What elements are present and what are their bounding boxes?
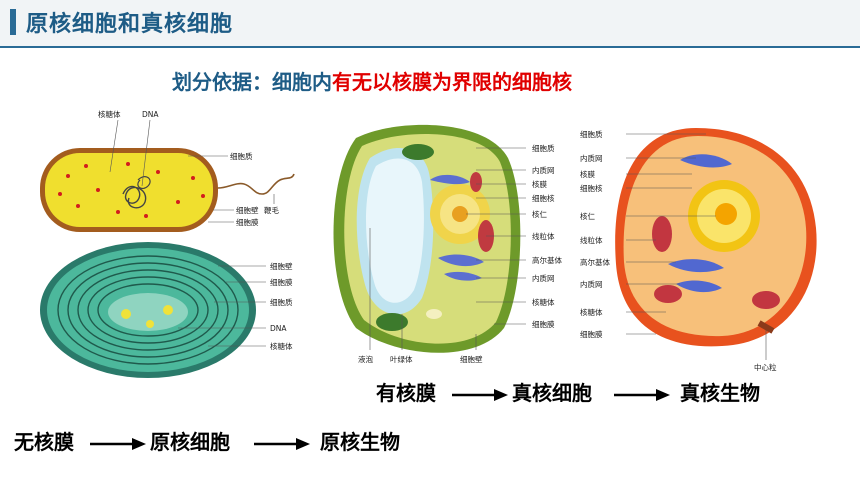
animal-label-er-2: 内质网 xyxy=(580,279,603,289)
animal-label-centriole: 中心粒 xyxy=(754,362,777,372)
criterion-highlight: 有无以核膜为界限的细胞核 xyxy=(332,70,572,94)
plant-label-er-2: 内质网 xyxy=(532,273,555,283)
plant-label-cell-membrane: 细胞膜 xyxy=(532,319,555,329)
prokaryote-step-1: 无核膜 xyxy=(14,430,74,454)
animal-label-cytoplasm: 细胞质 xyxy=(580,129,603,139)
criterion-prefix: 划分依据：细胞内 xyxy=(172,70,332,94)
animal-label-nucleolus: 核仁 xyxy=(580,211,595,221)
animal-label-er: 内质网 xyxy=(580,153,603,163)
animal-label-ribosome: 核糖体 xyxy=(580,307,603,317)
animal-label-nucleus: 细胞核 xyxy=(580,183,603,193)
classification-criterion: 划分依据：细胞内有无以核膜为界限的细胞核 xyxy=(172,66,572,95)
header-accent-bar xyxy=(10,9,16,35)
plant-label-nucleolus: 核仁 xyxy=(532,209,547,219)
animal-cell-figure: 细胞质 内质网 核膜 细胞核 核仁 线粒体 高尔基体 内质网 核糖体 细胞膜 中… xyxy=(576,124,832,374)
label-cytoplasm-2: 细胞质 xyxy=(270,297,293,307)
animal-label-nuclear-envelope: 核膜 xyxy=(580,169,595,179)
label-dna: DNA xyxy=(142,110,159,119)
label-cytoplasm: 细胞质 xyxy=(230,151,253,161)
plant-label-er: 内质网 xyxy=(532,165,555,175)
arrow-right-icon xyxy=(614,389,670,401)
header-band: 原核细胞和真核细胞 xyxy=(0,0,860,46)
animal-label-mitochondrion: 线粒体 xyxy=(580,235,603,245)
plant-label-vacuole: 液泡 xyxy=(358,354,373,364)
label-ribosome-2: 核糖体 xyxy=(270,341,293,351)
plant-label-mitochondrion: 线粒体 xyxy=(532,231,555,241)
label-cell-wall: 细胞壁 xyxy=(236,205,259,215)
plant-label-nucleus: 细胞核 xyxy=(532,193,555,203)
plant-label-golgi: 高尔基体 xyxy=(532,255,562,265)
plant-label-chloroplast: 叶绿体 xyxy=(390,354,413,364)
label-dna-2: DNA xyxy=(270,324,287,333)
label-cell-wall-2: 细胞壁 xyxy=(270,261,293,271)
eukaryote-step-3: 真核生物 xyxy=(680,381,760,405)
eukaryote-step-2: 真核细胞 xyxy=(512,381,592,405)
label-flagellum: 鞭毛 xyxy=(264,205,279,215)
label-ribosome: 核糖体 xyxy=(98,109,121,119)
arrow-right-icon xyxy=(90,438,146,450)
animal-label-golgi: 高尔基体 xyxy=(580,257,610,267)
plant-label-nuclear-envelope: 核膜 xyxy=(532,179,547,189)
arrow-right-icon xyxy=(452,389,508,401)
label-cell-membrane: 细胞膜 xyxy=(236,217,259,227)
cyanobacterium-figure: 细胞壁 细胞膜 细胞质 DNA 核糖体 xyxy=(38,240,300,380)
header-divider xyxy=(0,46,860,48)
plant-label-ribosome: 核糖体 xyxy=(532,297,555,307)
animal-label-cell-membrane: 细胞膜 xyxy=(580,329,603,339)
plant-label-cytoplasm: 细胞质 xyxy=(532,143,555,153)
prokaryote-step-2: 原核细胞 xyxy=(150,430,230,454)
plant-cell-figure: 细胞质 内质网 核膜 细胞核 核仁 线粒体 高尔基体 内质网 核糖体 细胞膜 液… xyxy=(326,118,586,376)
label-cell-membrane-2: 细胞膜 xyxy=(270,277,293,287)
plant-label-cell-wall: 细胞壁 xyxy=(460,354,483,364)
prokaryote-step-3: 原核生物 xyxy=(320,430,400,454)
eukaryote-step-1: 有核膜 xyxy=(376,381,436,405)
bacterium-figure: 核糖体 DNA 细胞质 细胞壁 细胞膜 鞭毛 xyxy=(38,106,300,238)
page-title: 原核细胞和真核细胞 xyxy=(26,12,234,37)
arrow-right-icon xyxy=(254,438,310,450)
